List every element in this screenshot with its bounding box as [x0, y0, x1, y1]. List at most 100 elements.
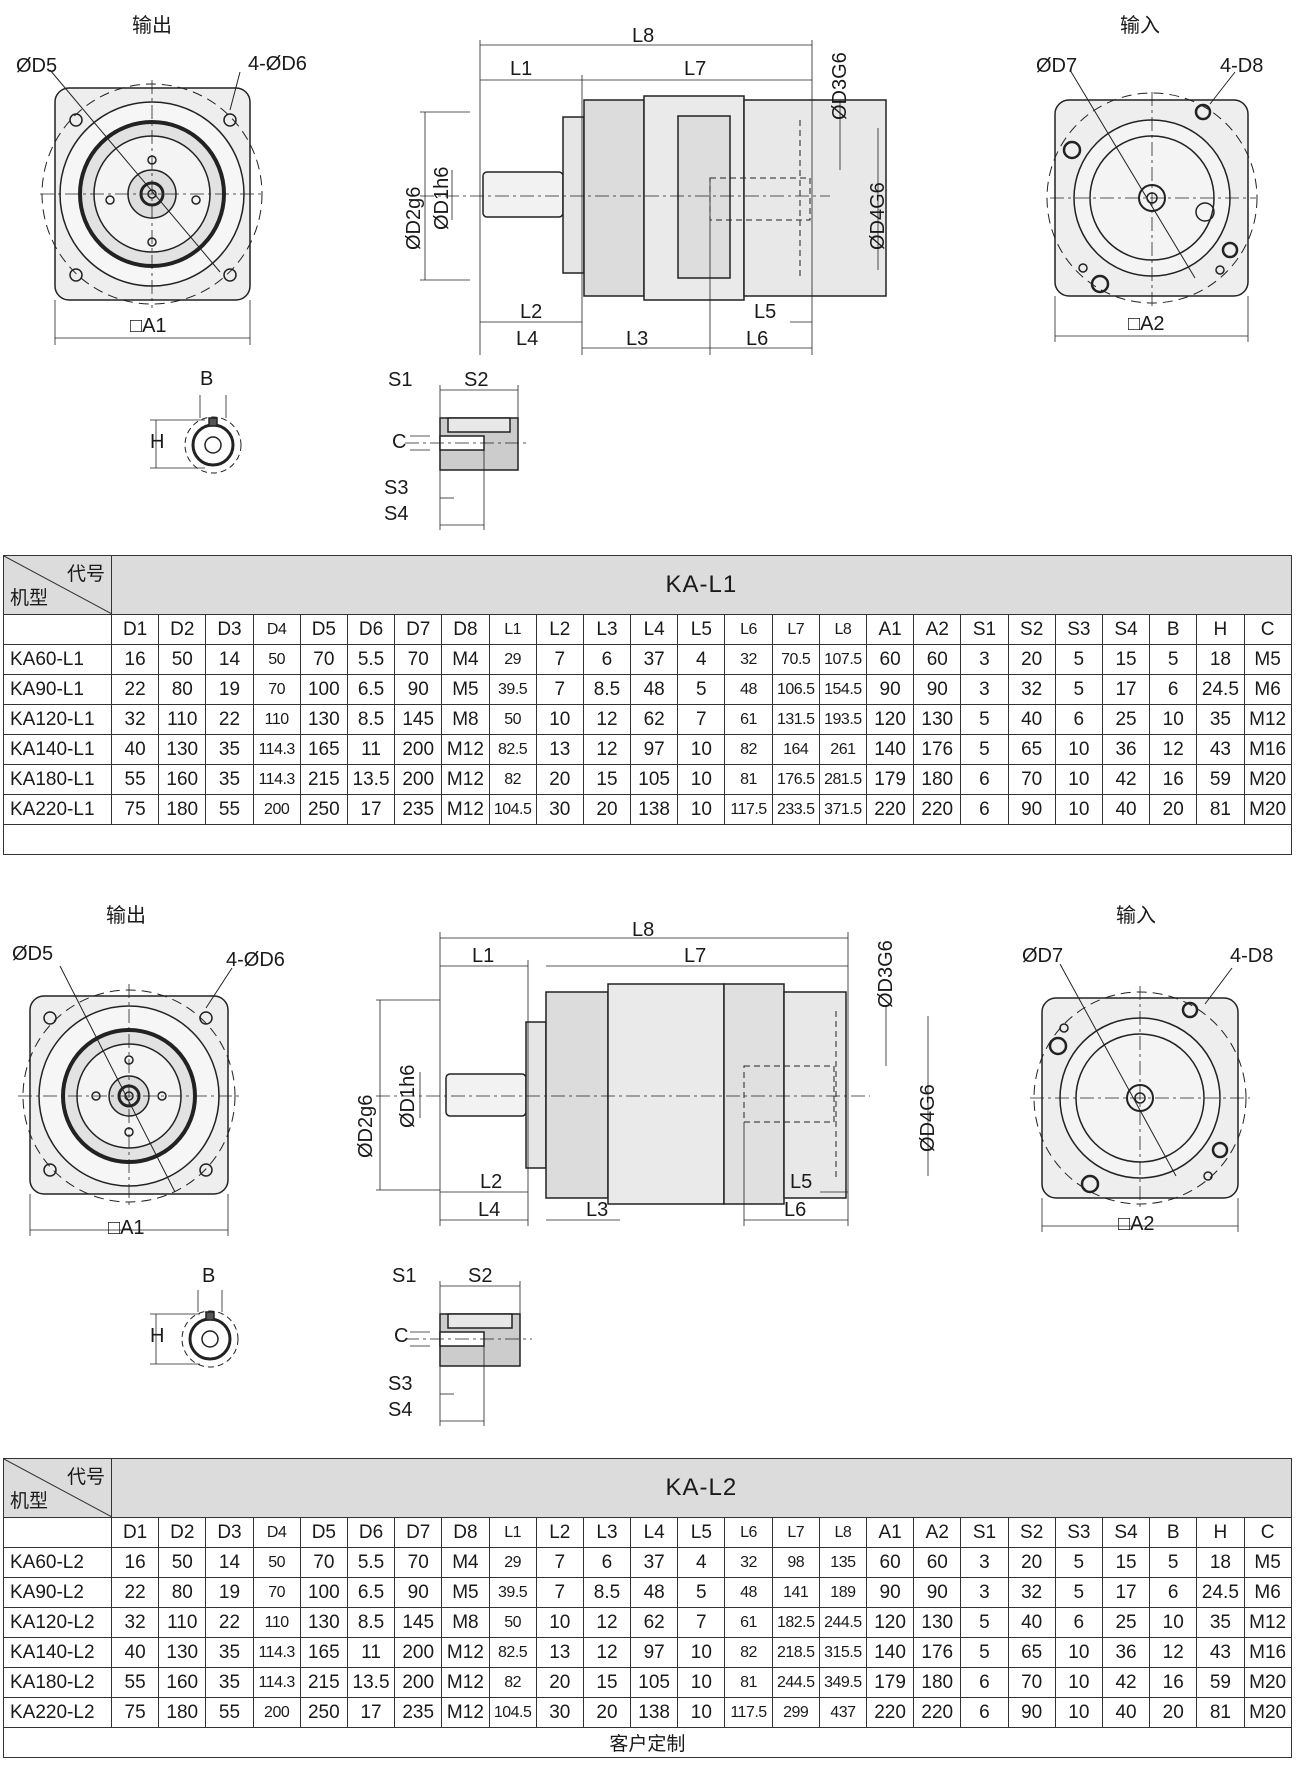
value-cell: 40: [110, 1637, 160, 1668]
value-cell: 6: [960, 1697, 1009, 1728]
shaft-end-view: [150, 395, 242, 474]
value-cell: 3: [960, 1577, 1009, 1608]
model-cell: KA220-L2: [3, 1697, 112, 1728]
side-view: [420, 40, 887, 355]
output-flange-view: [18, 965, 240, 1236]
table-header-row: 代号 机型 KA-L1: [3, 555, 1292, 615]
value-cell: 20: [1007, 644, 1056, 675]
value-cell: 215: [299, 1667, 348, 1698]
value-cell: 244.5: [818, 1607, 868, 1638]
col-header: L2: [535, 614, 584, 645]
model-cell: KA120-L2: [3, 1607, 112, 1638]
value-cell: 90: [913, 674, 962, 705]
value-cell: 107.5: [818, 644, 868, 675]
label-l6: L6: [746, 328, 768, 350]
value-cell: 13: [535, 1637, 584, 1668]
value-cell: 32: [110, 1607, 160, 1638]
col-header: L5: [677, 614, 726, 645]
value-cell: 106.5: [771, 674, 820, 705]
value-cell: M5: [1243, 644, 1292, 675]
label-l8: L8: [632, 25, 654, 47]
col-header: D1: [110, 614, 160, 645]
value-cell: 3: [960, 1547, 1009, 1578]
value-cell: 299: [771, 1697, 820, 1728]
value-cell: 13: [535, 734, 584, 765]
col-header: A1: [865, 1517, 915, 1548]
corner-model-label: 机型: [10, 588, 49, 609]
value-cell: 200: [252, 1697, 301, 1728]
value-cell: 200: [394, 1637, 443, 1668]
value-cell: 371.5: [818, 794, 868, 825]
value-cell: 13.5: [346, 1667, 396, 1698]
value-cell: 82: [488, 1667, 537, 1698]
value-cell: 10: [1054, 1667, 1103, 1698]
value-cell: 36: [1101, 734, 1151, 765]
value-cell: 35: [1196, 704, 1245, 735]
value-cell: 315.5: [818, 1637, 868, 1668]
value-cell: 6: [960, 794, 1009, 825]
value-cell: 140: [865, 734, 915, 765]
label-d6: 4-ØD6: [226, 949, 285, 971]
value-cell: M16: [1243, 734, 1292, 765]
value-cell: M12: [441, 764, 490, 795]
col-header: C: [1243, 1517, 1292, 1548]
corner-model-label: 机型: [10, 1491, 49, 1512]
spec-table-ka-l1: 代号 机型 KA-L1 D1 D2 D3 D4 D5 D6 D7 D8 L1 L…: [3, 555, 1292, 855]
value-cell: 20: [1149, 794, 1198, 825]
label-l7: L7: [684, 945, 706, 967]
label-d4: ØD4G6: [917, 1084, 939, 1152]
value-cell: 8.5: [582, 1577, 632, 1608]
label-d1: ØD1h6: [397, 1065, 419, 1128]
model-cell: KA90-L1: [3, 674, 112, 705]
value-cell: 176.5: [771, 764, 820, 795]
value-cell: 349.5: [818, 1667, 868, 1698]
label-d8: 4-D8: [1220, 55, 1263, 77]
value-cell: 36: [1101, 1637, 1151, 1668]
label-a1: □A1: [108, 1217, 145, 1239]
value-cell: 160: [158, 1667, 207, 1698]
col-header: D7: [394, 1517, 443, 1548]
col-header: D7: [394, 614, 443, 645]
value-cell: 7: [535, 674, 584, 705]
value-cell: M5: [441, 1577, 490, 1608]
label-a2: □A2: [1118, 1213, 1155, 1235]
value-cell: 7: [677, 704, 726, 735]
value-cell: 17: [1101, 674, 1151, 705]
value-cell: 233.5: [771, 794, 820, 825]
value-cell: 10: [677, 734, 726, 765]
value-cell: 20: [1149, 1697, 1198, 1728]
value-cell: 50: [252, 1547, 301, 1578]
col-header: S2: [1007, 614, 1056, 645]
value-cell: 25: [1101, 704, 1151, 735]
value-cell: 220: [913, 794, 962, 825]
value-cell: 6: [582, 644, 632, 675]
value-cell: 42: [1101, 764, 1151, 795]
value-cell: 7: [677, 1607, 726, 1638]
value-cell: 20: [535, 764, 584, 795]
value-cell: 35: [205, 734, 254, 765]
input-flange-view: [1046, 69, 1258, 342]
col-header: S1: [960, 614, 1009, 645]
input-label: 输入: [1116, 904, 1156, 927]
drawing-ka-l2: 输出 输入 ØD5 4-ØD6 □A1 ØD7 4-D8 □A2 L8 L1 L…: [12, 904, 1273, 1426]
value-cell: 90: [913, 1577, 962, 1608]
value-cell: 20: [535, 1667, 584, 1698]
value-cell: 29: [488, 1547, 537, 1578]
col-header: L3: [582, 614, 632, 645]
col-header: S1: [960, 1517, 1009, 1548]
value-cell: 90: [865, 674, 915, 705]
shaft-end-view: [150, 1290, 239, 1368]
label-a2: □A2: [1128, 313, 1165, 335]
table-header-row: 代号 机型 KA-L2: [3, 1458, 1292, 1518]
side-view: [376, 932, 929, 1226]
value-cell: 437: [818, 1697, 868, 1728]
value-cell: 6: [960, 764, 1009, 795]
label-d5: ØD5: [12, 943, 53, 965]
col-header: D1: [110, 1517, 160, 1548]
label-d7: ØD7: [1022, 945, 1063, 967]
value-cell: 70: [1007, 1667, 1056, 1698]
value-cell: 17: [346, 1697, 396, 1728]
